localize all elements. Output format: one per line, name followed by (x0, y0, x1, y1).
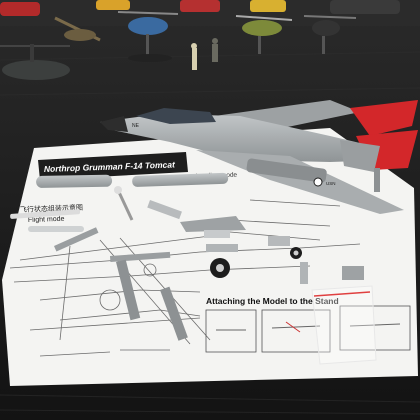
part-missile-2 (28, 226, 84, 232)
black-toy-car (330, 0, 400, 14)
miniature-figures (191, 38, 218, 70)
f14-fuselage (100, 114, 390, 162)
flight-mode-label: Flight mode (28, 216, 65, 224)
part-fuel-tank (36, 174, 113, 188)
landing-wheel-small (290, 247, 302, 259)
part-pylon (53, 227, 99, 252)
f14-tail-left (350, 100, 418, 136)
yellow-toy-car (96, 0, 130, 10)
part-rack (147, 199, 182, 220)
background-models (0, 0, 420, 80)
f14-stand-post (374, 168, 380, 192)
helicopter-model-green (235, 15, 293, 54)
attach-step-2 (261, 309, 331, 353)
red-toy-car (0, 2, 40, 16)
f14-canopy (136, 108, 216, 124)
part-panel-right-2 (342, 266, 364, 280)
sheet-title: Northrop Grumman F-14 Tomcat (44, 159, 176, 174)
f14-roundel (313, 177, 323, 187)
bag-zip (313, 291, 371, 297)
part-panel-right (268, 236, 290, 246)
attach-step-1 (205, 309, 257, 353)
red-toy-car-2 (180, 0, 220, 12)
title-banner (38, 152, 188, 180)
landing-gear-front (114, 186, 134, 221)
wood-grain (0, 51, 420, 415)
part-small-panel (204, 230, 230, 238)
part-strut-right (300, 262, 308, 284)
part-missile (10, 209, 81, 219)
part-wing-section (180, 216, 246, 232)
part-stand-arm (110, 251, 171, 262)
f14-nose (100, 116, 128, 132)
f14-marking-usn: USN (326, 181, 336, 186)
f14-tail-right-base (340, 140, 380, 172)
helicopter-model-dark (303, 15, 357, 54)
f14-marking-ne: NE (132, 123, 140, 129)
helicopter-model-blue (117, 11, 179, 62)
f14-intake (246, 158, 327, 183)
attach-heading: Attaching the Model to the Stand (206, 296, 339, 306)
part-strut-long-2 (159, 286, 188, 341)
part-fuel-tank-2 (132, 172, 229, 187)
attach-section: Attaching the Model to the Stand (205, 296, 411, 353)
landing-wheel-large (210, 258, 230, 278)
helicopter-rotor-left (54, 16, 101, 42)
helicopter-model-left (0, 44, 70, 80)
yellow-toy-car-2 (250, 0, 286, 12)
model-parts (10, 172, 364, 341)
f14-model: NE USN (100, 100, 418, 214)
chinese-subtitle: 飞行状态组装示意图 (20, 203, 83, 214)
plastic-bag (311, 285, 377, 365)
part-strut-long (116, 259, 141, 321)
part-gear-door (206, 244, 238, 252)
